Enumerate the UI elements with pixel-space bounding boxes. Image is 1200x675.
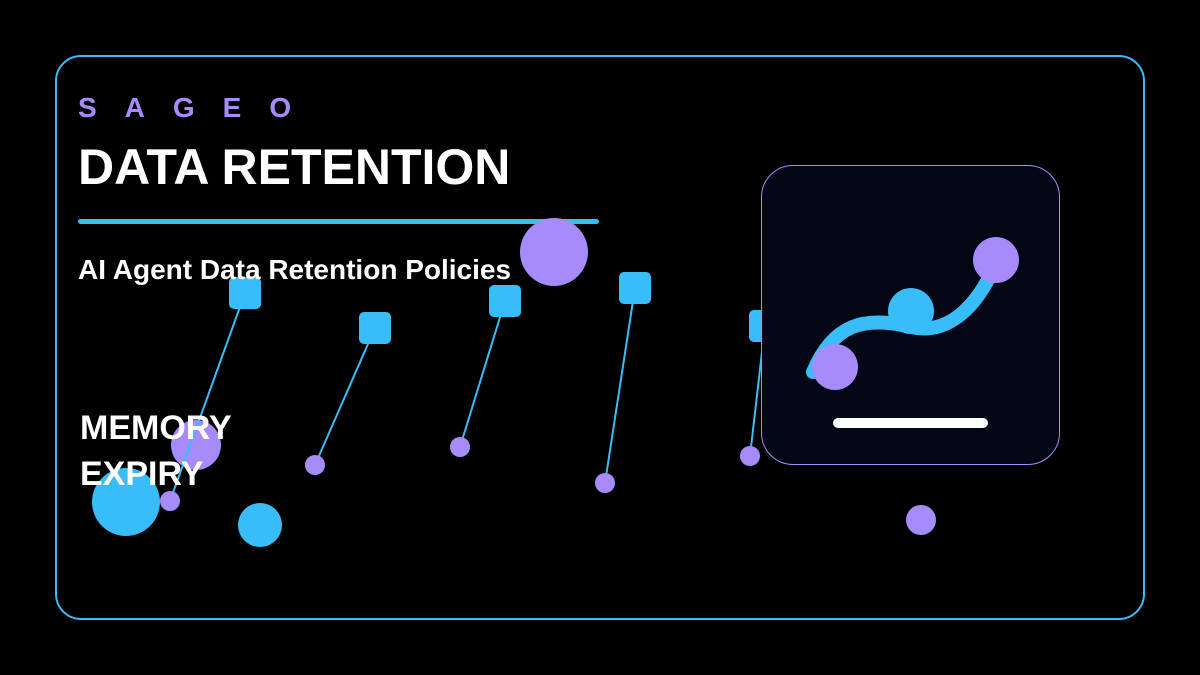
timeline-node-dot bbox=[450, 437, 470, 457]
decor-circle-blue-large bbox=[92, 468, 160, 536]
decor-circle-purple-large bbox=[520, 218, 588, 286]
curve-chart-icon bbox=[806, 237, 1019, 428]
page-subtitle: AI Agent Data Retention Policies bbox=[78, 254, 512, 285]
timeline-node-dot bbox=[305, 455, 325, 475]
timeline-node-dot bbox=[595, 473, 615, 493]
page-title: DATA RETENTION bbox=[78, 139, 511, 195]
timeline-node-square bbox=[489, 285, 521, 317]
decor-circle-purple-small bbox=[906, 505, 936, 535]
card-baseline-bar bbox=[833, 418, 988, 428]
brand-name: SAGEO bbox=[78, 92, 320, 123]
connector-line bbox=[169, 292, 246, 502]
curve-node-purple-end bbox=[973, 237, 1019, 283]
decor-circle-blue bbox=[238, 503, 282, 547]
feature-label-line2: EXPIRY bbox=[80, 455, 204, 493]
connector-line bbox=[314, 327, 376, 466]
curve-node-blue bbox=[888, 288, 934, 334]
connector-line bbox=[459, 300, 506, 448]
curve-node-purple-start bbox=[812, 344, 858, 390]
timeline-node-dot bbox=[740, 446, 760, 466]
timeline-node-square bbox=[619, 272, 651, 304]
feature-label: MEMORY EXPIRY bbox=[80, 405, 232, 497]
timeline-node-dot bbox=[160, 491, 180, 511]
timeline-node-square bbox=[359, 312, 391, 344]
slide-frame bbox=[55, 55, 1145, 620]
title-divider bbox=[78, 219, 599, 224]
feature-label-line1: MEMORY bbox=[80, 409, 232, 447]
connector-line bbox=[604, 287, 636, 484]
timeline-node-square bbox=[229, 277, 261, 309]
decor-circle-purple bbox=[171, 420, 221, 470]
